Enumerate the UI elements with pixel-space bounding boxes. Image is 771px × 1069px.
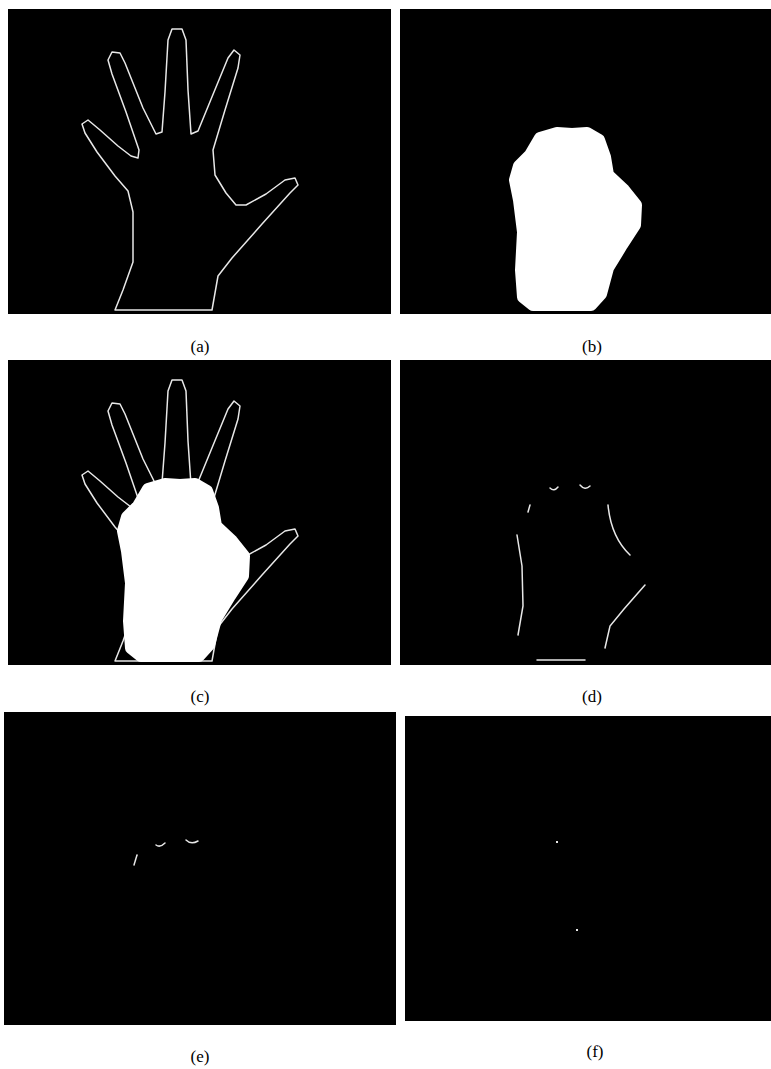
panel-label: (f)	[587, 1042, 604, 1062]
panel-ground	[8, 360, 391, 665]
panel-ground	[8, 9, 391, 314]
panel-ground	[4, 712, 396, 1025]
panel-label: (c)	[191, 687, 210, 707]
contour-with-palm	[82, 380, 298, 661]
hand-contour	[82, 29, 298, 310]
palm-region	[515, 133, 636, 305]
panel-label: (d)	[582, 687, 602, 707]
feature-points	[556, 841, 578, 931]
contour-segments	[517, 485, 645, 660]
contour-fragments	[134, 840, 198, 865]
panel-label: (e)	[191, 1047, 210, 1067]
panel-label: (a)	[191, 337, 210, 357]
panel-ground	[405, 716, 771, 1021]
panel-ground	[400, 360, 771, 665]
panel-label: (b)	[582, 337, 602, 357]
panel-ground	[400, 9, 771, 314]
